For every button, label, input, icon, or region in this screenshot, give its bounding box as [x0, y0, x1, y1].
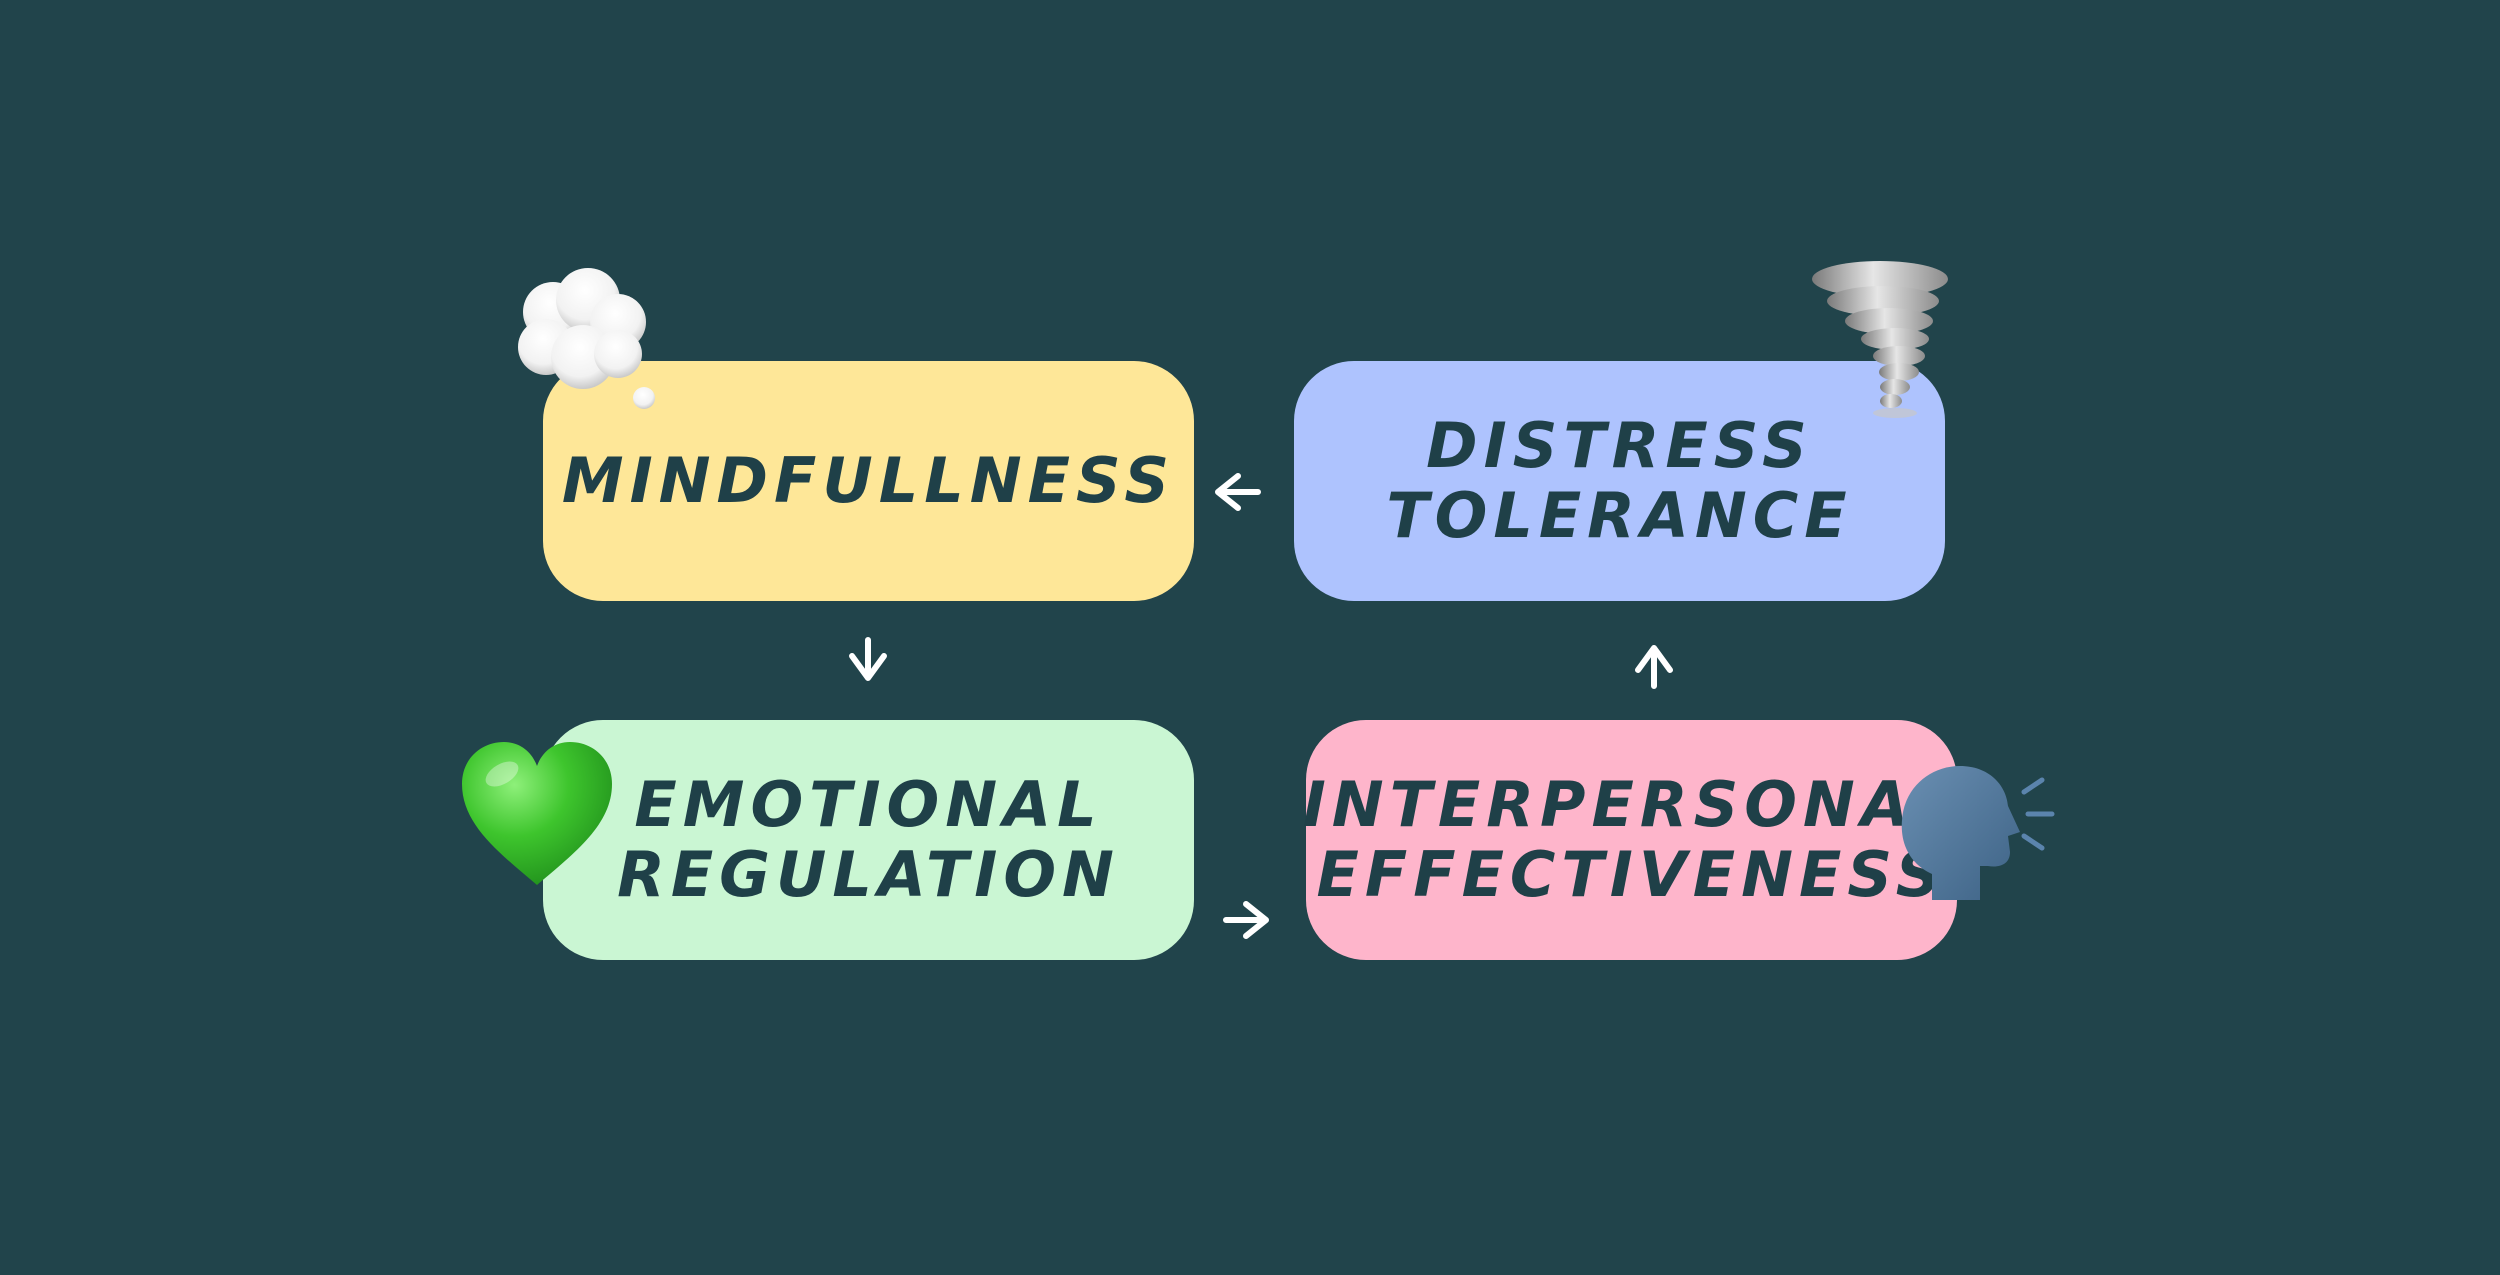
speaking-head-icon: [1901, 766, 2055, 900]
emotional-regulation-label: EMOTIONAL REGULATION: [617, 768, 1120, 911]
tornado-icon: [1812, 261, 1948, 418]
arrow-distress-to-mindfulness: [1215, 473, 1261, 511]
mindfulness-card: MINDFULLNESS: [543, 361, 1194, 601]
distress-tolerance-label: DISTRESS TOLERANCE: [1386, 409, 1853, 552]
arrow-interpersonal-to-distress: [1635, 645, 1673, 689]
distress-tolerance-card: DISTRESS TOLERANCE: [1294, 361, 1945, 601]
interpersonal-effectiveness-label: INTERPERSONAL EFFECTIVENESS: [1302, 768, 1961, 911]
emotional-regulation-card: EMOTIONAL REGULATION: [543, 720, 1194, 960]
arrow-mindfulness-to-emotional: [849, 637, 887, 681]
interpersonal-effectiveness-card: INTERPERSONAL EFFECTIVENESS: [1303, 720, 1957, 960]
mindfulness-label: MINDFULLNESS: [561, 444, 1176, 517]
arrow-emotional-to-interpersonal: [1223, 901, 1269, 939]
green-heart-icon: [462, 742, 612, 885]
thought-balloon-icon: [518, 268, 655, 409]
